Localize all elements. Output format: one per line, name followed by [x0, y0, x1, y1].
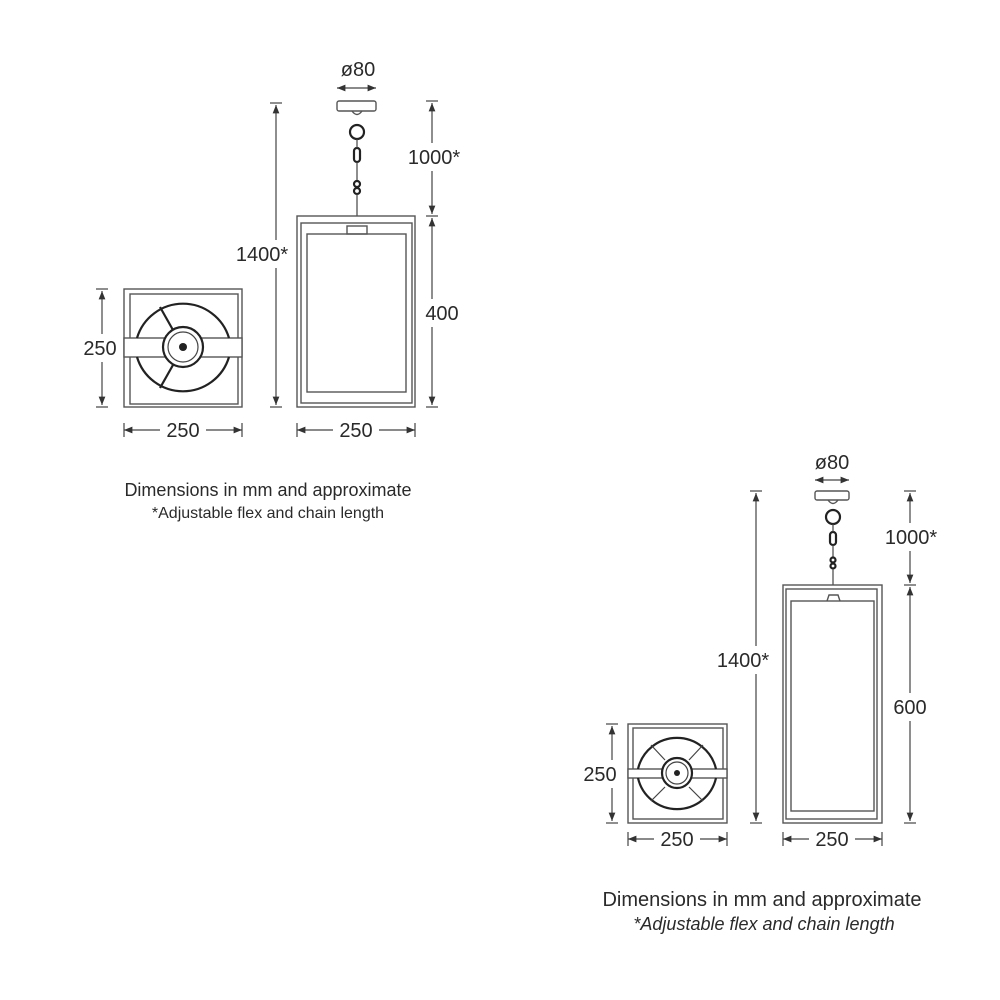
canopy-diameter-label: ø80	[341, 59, 375, 81]
lantern-height-label: 600	[893, 697, 926, 719]
plan-view	[627, 723, 728, 824]
adjustable-note: *Adjustable flex and chain length	[633, 914, 894, 934]
chain-length-label: 1000*	[885, 527, 937, 549]
overall-height-label: 1400*	[717, 650, 769, 672]
lantern-width-label: 250	[815, 829, 848, 851]
plan-width-label: 250	[660, 829, 693, 851]
plan-depth-label: 250	[583, 764, 616, 786]
lantern-height-label: 400	[425, 303, 458, 325]
chain-length-label: 1000*	[408, 147, 460, 169]
dimensions-note: Dimensions in mm and approximate	[602, 889, 921, 911]
pendant-drawing-large: 250 250 ø80 1400* 1000*	[580, 452, 942, 934]
plan-width-label: 250	[166, 420, 199, 442]
pendant-drawing-small: 250 250 ø80 1400* 1000*	[80, 59, 464, 522]
plan-depth-label: 250	[83, 338, 116, 360]
elevation-view	[296, 84, 416, 408]
overall-height-label: 1400*	[236, 244, 288, 266]
plan-view	[123, 288, 243, 408]
elevation-view	[782, 476, 883, 824]
lantern-width-label: 250	[339, 420, 372, 442]
adjustable-note: *Adjustable flex and chain length	[152, 505, 384, 522]
dimensions-note: Dimensions in mm and approximate	[124, 480, 411, 500]
canopy-diameter-label: ø80	[815, 452, 849, 474]
